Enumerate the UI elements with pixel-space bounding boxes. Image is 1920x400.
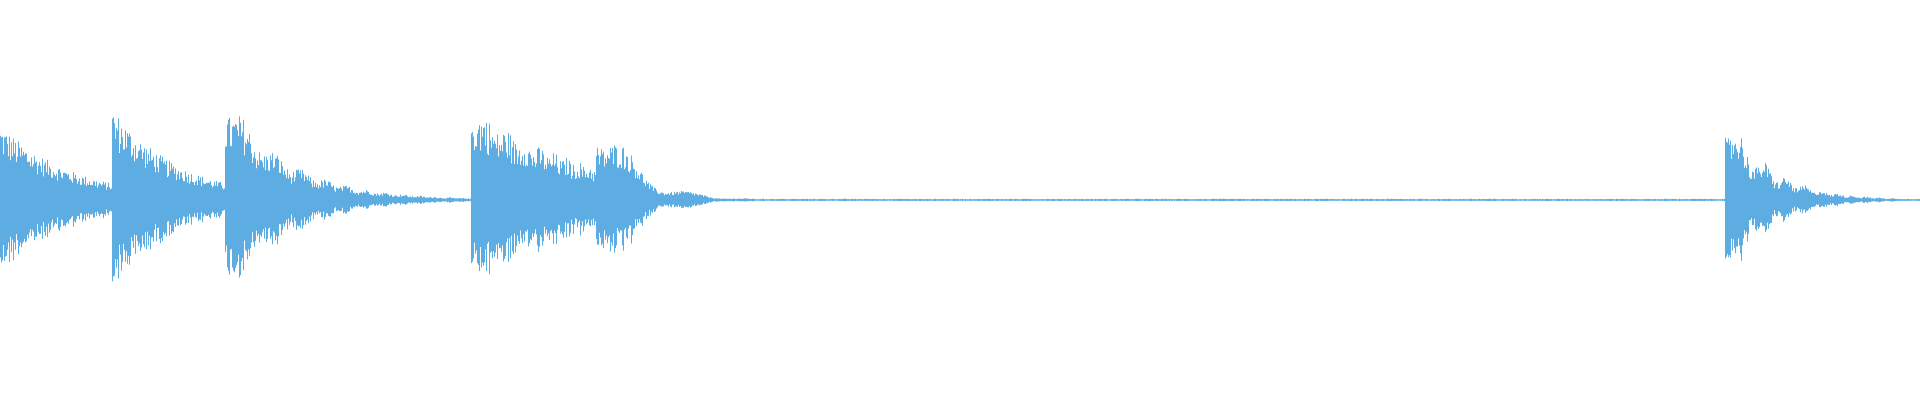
waveform-bars: [0, 116, 1920, 282]
